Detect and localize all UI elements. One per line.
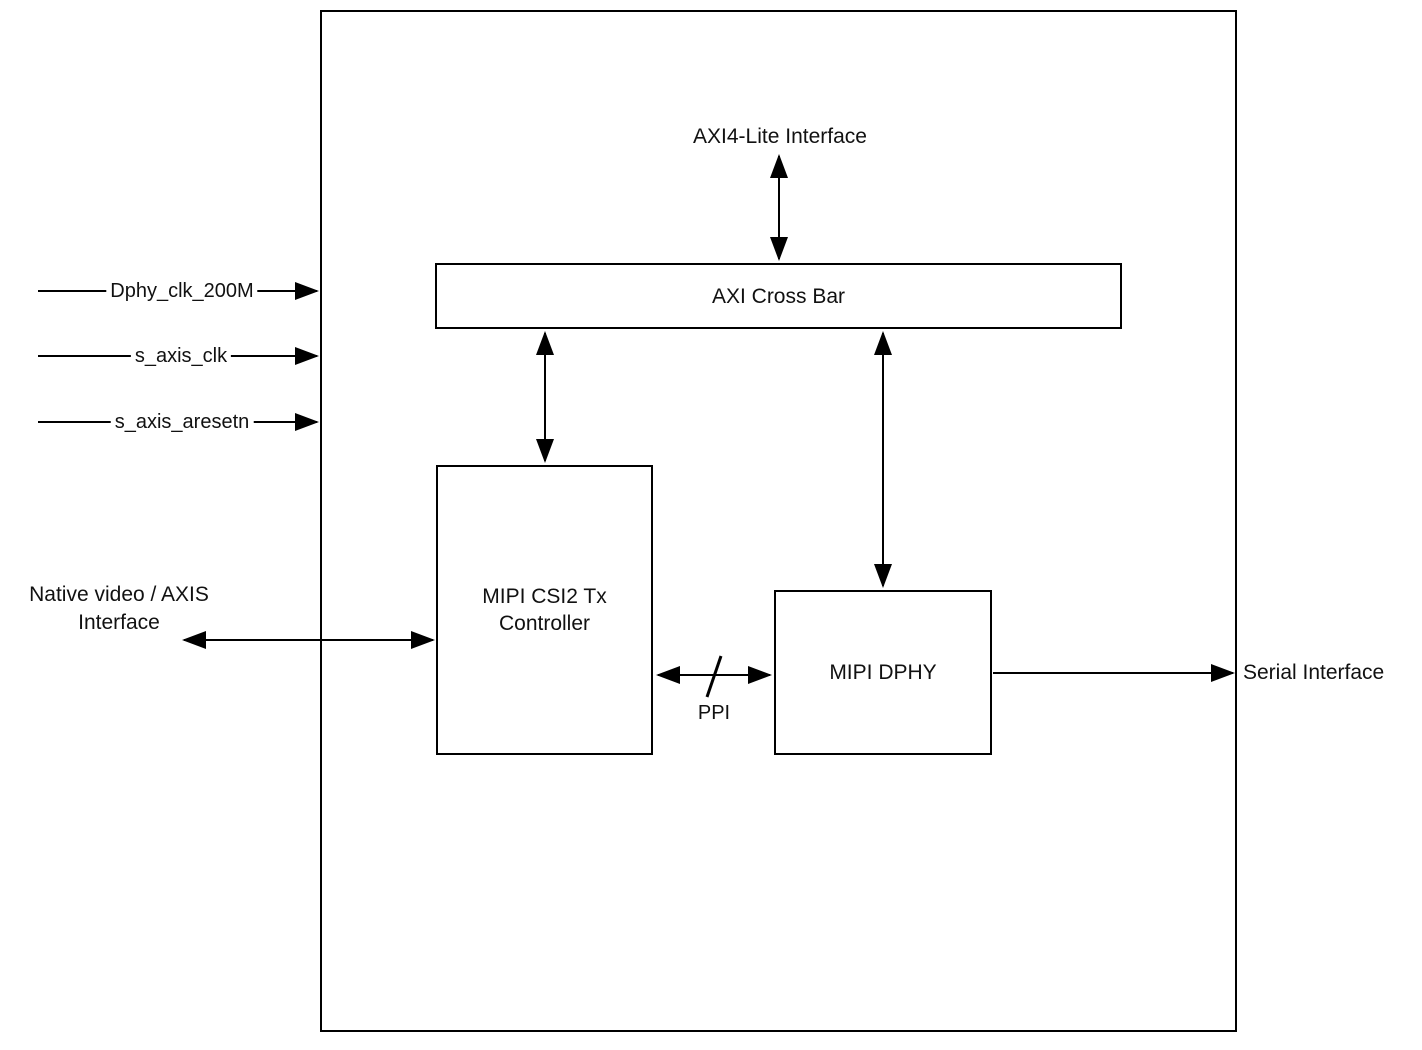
serial-interface-label: Serial Interface <box>1243 661 1385 684</box>
native-video-axis-interface-label: Native video / AXIS Interface <box>29 583 209 634</box>
ppi-label: PPI <box>697 702 731 724</box>
axi-crossbar-block: AXI Cross Bar <box>435 263 1122 329</box>
mipi-dphy-label: MIPI DPHY <box>829 661 937 684</box>
mipi-dphy-block: MIPI DPHY <box>774 590 992 755</box>
bus-slash-icon <box>705 655 723 698</box>
mipi-csi2-tx-controller-label: MIPI CSI2 Tx Controller <box>482 585 607 635</box>
s-axis-aresetn-signal-label: s_axis_aresetn <box>110 409 254 435</box>
axi-crossbar-label: AXI Cross Bar <box>711 284 846 308</box>
dphy-clk-200m-signal-label: Dphy_clk_200M <box>106 278 258 304</box>
subsystem-boundary <box>320 10 1237 1032</box>
axi4-lite-interface-label: AXI4-Lite Interface <box>693 125 867 148</box>
s-axis-clk-signal-label: s_axis_clk <box>130 343 232 369</box>
mipi-csi2-tx-controller-block: MIPI CSI2 Tx Controller <box>436 465 653 755</box>
